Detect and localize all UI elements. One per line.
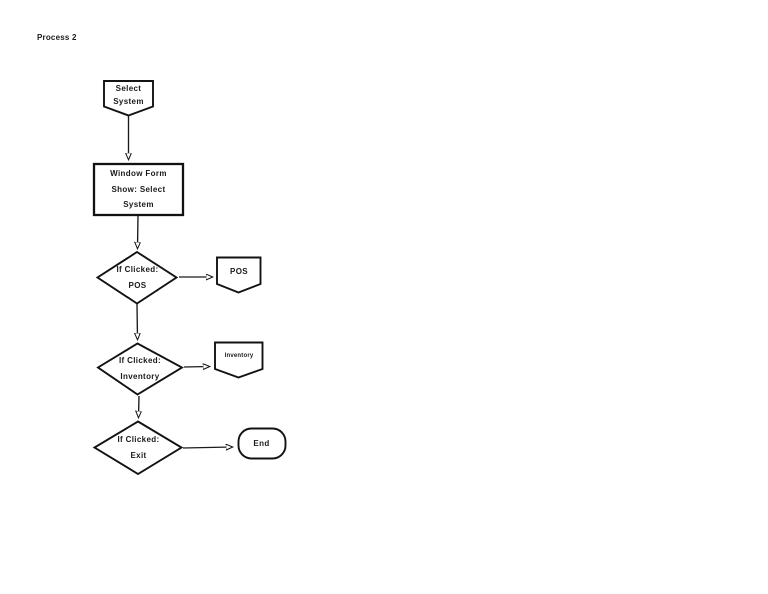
node-connector-pos — [216, 256, 262, 294]
node-start-select-system — [103, 80, 154, 117]
edge-decision-inventory-to-decision-exit — [139, 395, 140, 417]
edge-window-form-to-decision-pos — [138, 215, 139, 248]
edge-decision-inventory-to-connector-inventory — [183, 367, 209, 368]
node-decision-exit — [92, 420, 184, 476]
node-connector-inventory — [214, 341, 264, 379]
node-decision-inventory — [96, 342, 184, 396]
node-window-form — [92, 162, 185, 217]
edge-decision-exit-to-end — [182, 447, 232, 448]
page-title: Process 2 — [37, 33, 77, 42]
edge-decision-pos-to-decision-inventory — [137, 303, 138, 339]
node-decision-pos — [95, 250, 179, 305]
node-end — [237, 427, 287, 460]
